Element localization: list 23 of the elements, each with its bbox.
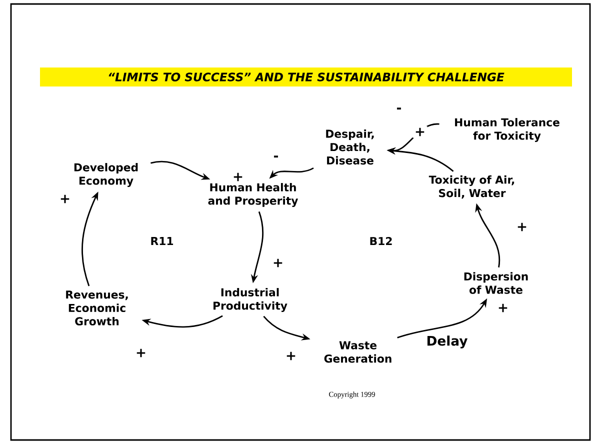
edge-label: Delay xyxy=(424,334,470,350)
variable-label: Waste Generation xyxy=(324,341,392,363)
edge-label: + xyxy=(412,126,428,138)
variable-label: Revenues, Economic Growth xyxy=(66,290,128,326)
variable-label: Human Tolerance for Toxicity xyxy=(455,118,560,142)
edge-label: + xyxy=(514,221,530,233)
edge-label: + xyxy=(134,347,148,359)
variable-label: Toxicity of Air, Soil, Water xyxy=(428,175,514,199)
polarity-sign: + xyxy=(498,304,508,312)
variable-label: Dispersion of Waste xyxy=(464,272,528,294)
edge-label: - xyxy=(272,154,280,162)
variable-label: Human Health and Prosperity xyxy=(208,183,298,207)
variable-label: Developed Economy xyxy=(74,163,138,187)
loop-label: B12 xyxy=(370,236,392,246)
variable-label: Despair, Death, Disease xyxy=(326,129,374,165)
title-banner: “LIMITS TO SUCCESS” AND THE SUSTAINABILITY CHALLENGE xyxy=(40,68,572,86)
edge-label: + xyxy=(230,171,246,183)
edge-label: - xyxy=(394,106,404,114)
loop-label: R11 xyxy=(151,237,174,245)
edge-label: + xyxy=(270,257,286,269)
variable-label: Industrial Productivity xyxy=(214,288,288,312)
edge-label: + xyxy=(284,350,298,362)
edge-label: + xyxy=(58,193,72,205)
